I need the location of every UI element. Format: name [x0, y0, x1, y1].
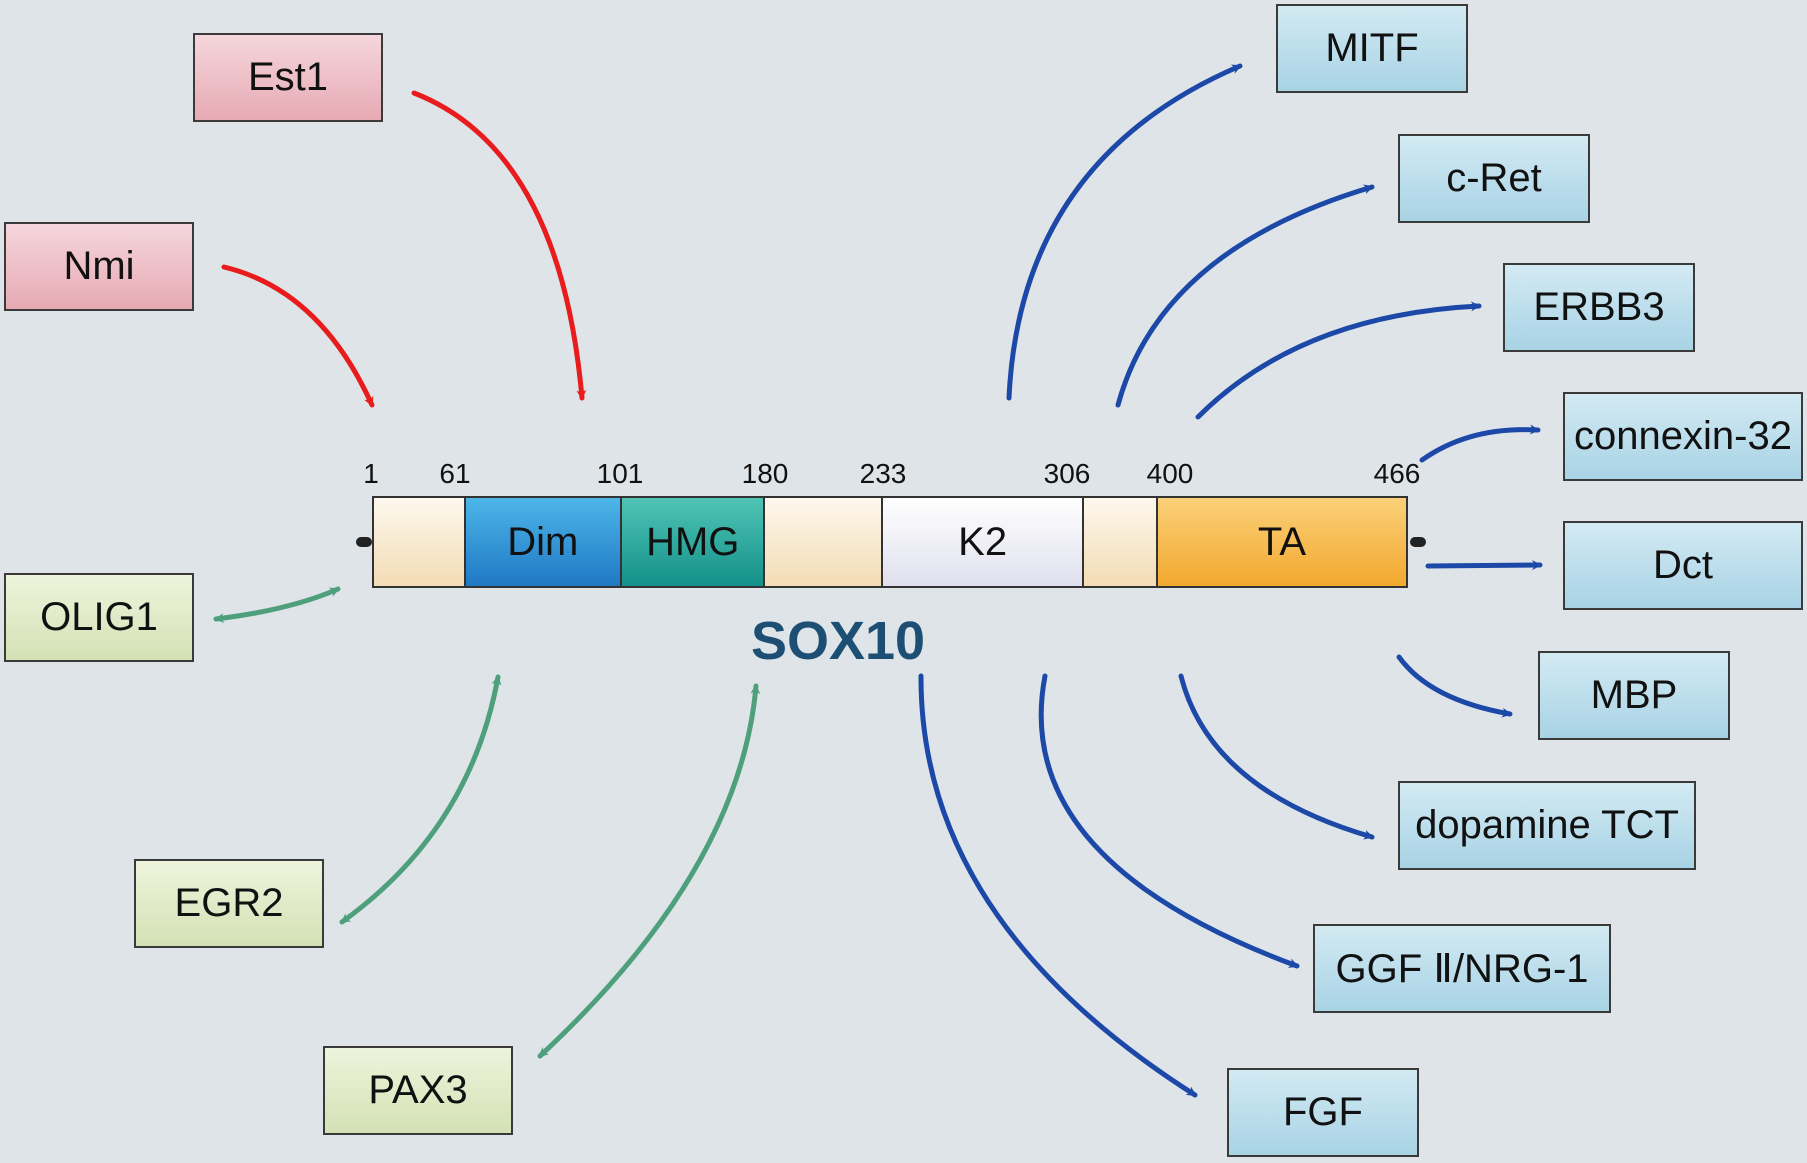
- domain-ta: TA: [1157, 498, 1406, 586]
- node-fgf: FGF: [1227, 1068, 1419, 1157]
- position-label: 466: [1373, 458, 1421, 489]
- arrow-olig1: [213, 586, 341, 623]
- node-ggf-nrg1: GGF Ⅱ/NRG-1: [1313, 924, 1611, 1013]
- c-terminus-cap: [1410, 537, 1426, 547]
- domain-linker2: [1084, 498, 1158, 586]
- domain-linker1: [765, 498, 884, 586]
- position-label: 61: [439, 458, 471, 489]
- position-label: 400: [1146, 458, 1194, 489]
- node-dct: Dct: [1563, 521, 1803, 610]
- arrow-dct: [1425, 560, 1543, 571]
- node-connexin32: connexin-32: [1563, 392, 1803, 481]
- node-est1: Est1: [193, 33, 383, 122]
- n-terminus-cap: [356, 537, 372, 547]
- node-olig1: OLIG1: [4, 573, 194, 662]
- position-label: 1: [363, 458, 379, 489]
- arrow-connexin32: [1419, 424, 1541, 463]
- domain-hmg: HMG: [622, 498, 766, 586]
- protein-name: SOX10: [750, 611, 926, 671]
- position-label: 101: [596, 458, 644, 489]
- arrow-nmi: [221, 264, 375, 408]
- node-cret: c-Ret: [1398, 134, 1590, 223]
- position-label: 233: [859, 458, 907, 489]
- domain-dim: Dim: [465, 498, 623, 586]
- node-mbp: MBP: [1538, 651, 1730, 740]
- node-egr2: EGR2: [134, 859, 324, 948]
- node-pax3: PAX3: [323, 1046, 513, 1135]
- arrow-mitf: [1006, 63, 1243, 401]
- position-label: 180: [741, 458, 789, 489]
- node-erbb3: ERBB3: [1503, 263, 1695, 352]
- domain-k2: K2: [883, 498, 1085, 586]
- arrow-ggf: [1038, 673, 1300, 969]
- node-dopamine-tct: dopamine TCT: [1398, 781, 1696, 870]
- arrow-erbb3: [1195, 301, 1482, 420]
- arrow-pax3: [537, 683, 761, 1059]
- sox10-protein-bar: Dim HMG K2 TA: [372, 496, 1408, 588]
- arrow-cret: [1115, 184, 1375, 408]
- domain-nterm: [374, 498, 466, 586]
- position-label: 306: [1043, 458, 1091, 489]
- node-mitf: MITF: [1276, 4, 1468, 93]
- arrow-est1: [411, 90, 587, 401]
- arrow-fgf: [918, 673, 1198, 1098]
- arrow-mbp: [1396, 654, 1513, 718]
- arrow-dopamine-tct: [1178, 673, 1375, 840]
- arrow-egr2: [339, 674, 502, 925]
- node-nmi: Nmi: [4, 222, 194, 311]
